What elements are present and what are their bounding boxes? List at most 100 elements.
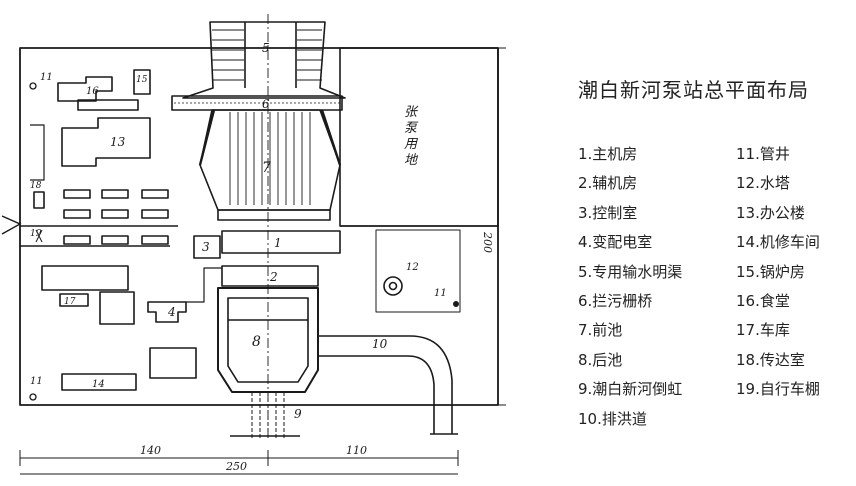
legend-item: 8.后池 xyxy=(578,350,623,369)
dimension-140: 140 xyxy=(140,444,161,457)
label-4: 4 xyxy=(167,305,176,319)
car-shed-19 xyxy=(35,229,43,243)
legend-right-column: 11.管井 12.水塔 13.办公楼 14.机修车间 15.锅炉房 16.食堂 … xyxy=(736,140,820,405)
small-building-a xyxy=(63,189,91,199)
label-11c: 11 xyxy=(434,288,447,299)
substation-link xyxy=(186,267,222,303)
aux-pump-house-2 xyxy=(221,265,319,287)
small-building-d xyxy=(101,209,129,219)
vertical-char: 地 xyxy=(404,153,419,168)
vertical-char: 用 xyxy=(404,137,419,152)
legend-left-column: 1.主机房 2.辅机房 3.控制室 4.变配电室 5.专用输水明渠 6.拦污栅桥… xyxy=(578,140,682,434)
label-1: 1 xyxy=(274,236,282,250)
legend-item: 19.自行车棚 xyxy=(736,380,820,399)
label-6: 6 xyxy=(262,97,270,111)
label-16: 16 xyxy=(86,86,99,97)
yard-c xyxy=(149,347,197,379)
canteen-16 xyxy=(57,76,113,102)
canal-hatch xyxy=(212,29,322,81)
label-2: 2 xyxy=(269,270,278,284)
label-5: 5 xyxy=(262,41,270,55)
flood-channel-10 xyxy=(318,335,453,434)
label-9: 9 xyxy=(294,407,302,421)
label-19: 19 xyxy=(30,229,42,239)
water-tower-12-core xyxy=(388,281,398,291)
pump-land xyxy=(339,47,499,227)
main-pump-house-1 xyxy=(221,230,341,254)
legend-item: 18.传达室 xyxy=(736,350,805,369)
well-icon xyxy=(29,393,37,401)
left-outline-12 xyxy=(30,124,45,181)
garage-17 xyxy=(59,293,89,307)
after-basin-8 xyxy=(217,287,319,393)
office-13 xyxy=(61,117,151,167)
label-11a: 11 xyxy=(40,72,53,83)
legend-item: 6.拦污栅桥 xyxy=(578,291,653,310)
legend-item: 15.锅炉房 xyxy=(736,262,805,281)
canal-5 xyxy=(182,21,346,99)
gate-house-18 xyxy=(33,191,45,209)
dimension-200: 200 xyxy=(481,231,494,253)
yard-b xyxy=(99,291,135,325)
boiler-room-15 xyxy=(133,69,151,95)
dim-line-200 xyxy=(490,47,506,406)
dimension-250: 250 xyxy=(225,460,247,473)
label-17: 17 xyxy=(64,297,76,307)
legend-item: 12.水塔 xyxy=(736,174,790,193)
vertical-char: 泵 xyxy=(404,121,419,136)
workshop-14 xyxy=(61,373,137,391)
label-14: 14 xyxy=(92,379,105,390)
water-tower-12 xyxy=(383,276,403,296)
tower-site xyxy=(375,229,461,313)
legend-item: 5.专用输水明渠 xyxy=(578,262,683,281)
legend-item: 9.潮白新河倒虹 xyxy=(578,380,683,399)
small-building-f xyxy=(141,209,169,219)
canal-5-inner xyxy=(244,22,297,88)
well-markers xyxy=(29,82,459,401)
legend-item: 13.办公楼 xyxy=(736,203,805,222)
well-icon xyxy=(453,301,459,307)
small-building-i xyxy=(141,235,169,245)
small-building-e xyxy=(141,189,169,199)
legend-item: 10.排洪道 xyxy=(578,409,647,428)
legend-item: 16.食堂 xyxy=(736,291,790,310)
vertical-text: 张泵用地 xyxy=(404,105,419,168)
yard-a xyxy=(41,265,129,291)
small-building-h xyxy=(101,235,129,245)
pump-land-label: 张泵用地 xyxy=(404,105,419,168)
legend-item: 3.控制室 xyxy=(578,203,638,222)
label-12: 12 xyxy=(406,262,419,273)
forebay-outlet xyxy=(217,209,331,221)
legend-item: 11.管井 xyxy=(736,145,790,163)
after-basin-8-inner xyxy=(227,297,309,383)
forebay-lines xyxy=(229,112,311,205)
label-7: 7 xyxy=(262,160,271,176)
label-11b: 11 xyxy=(30,376,43,387)
small-building-b xyxy=(63,209,91,219)
legend-item: 7.前池 xyxy=(578,321,623,340)
legend-item: 2.辅机房 xyxy=(578,174,638,193)
entrance-arrow-icon xyxy=(1,215,22,235)
well-icon xyxy=(29,82,37,90)
substation-4 xyxy=(147,301,187,323)
legend-item: 4.变配电室 xyxy=(578,233,653,252)
dimension-110: 110 xyxy=(346,444,367,457)
small-building-c xyxy=(101,189,129,199)
label-15: 15 xyxy=(136,75,148,85)
legend-item: 1.主机房 xyxy=(578,145,638,163)
vertical-char: 张 xyxy=(404,105,419,120)
label-18: 18 xyxy=(30,181,42,191)
site-plan-drawing: 5 6 7 1 2 3 8 9 10 11 11 11 12 13 14 15 … xyxy=(1,14,506,475)
dim-line-bottom xyxy=(19,450,459,466)
legend-title: 潮白新河泵站总平面布局 xyxy=(578,78,809,102)
legend-item: 17.车库 xyxy=(736,321,790,340)
label-10: 10 xyxy=(372,337,388,351)
label-13: 13 xyxy=(110,135,126,149)
control-room-3 xyxy=(193,235,221,259)
office-annex xyxy=(77,99,139,111)
legend-item: 14.机修车间 xyxy=(736,233,820,252)
label-3: 3 xyxy=(202,240,210,254)
forebay-wall xyxy=(198,109,342,166)
small-building-g xyxy=(63,235,91,245)
label-8: 8 xyxy=(252,334,261,350)
